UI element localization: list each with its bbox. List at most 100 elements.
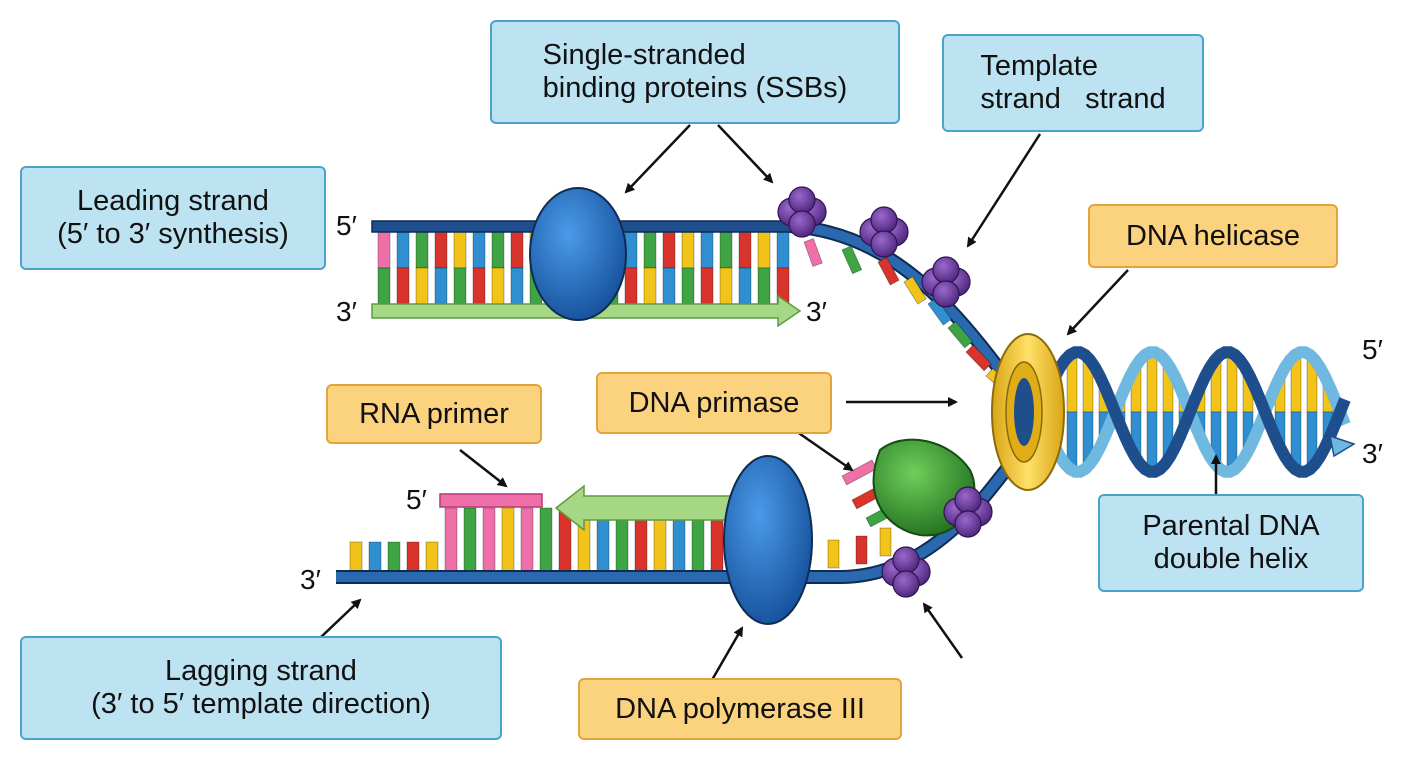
rna-primer-segment — [439, 493, 543, 508]
ssb-subunit — [892, 546, 920, 574]
ssb-protein — [921, 256, 971, 308]
okazaki-new-strand-arrow — [554, 484, 731, 532]
leading-3-end-label: 3′ — [336, 296, 357, 327]
base-pair-bottom — [377, 267, 391, 305]
leading-5-end-label: 5′ — [336, 210, 357, 241]
helix-3-end-label: 3′ — [1362, 438, 1383, 469]
lagging-base — [463, 507, 477, 573]
fork-base — [841, 245, 863, 275]
lagging-strand-label: Lagging strand(3′ to 5′ template directi… — [20, 636, 502, 740]
ssb-subunit — [932, 256, 960, 284]
base-pair-bottom — [700, 267, 714, 305]
lagging-base — [444, 507, 458, 573]
parental-dna-label-line1: Parental DNA — [1142, 510, 1320, 542]
base-pair-top — [415, 231, 429, 269]
lagging-strand-label-line1: Lagging strand — [165, 655, 357, 687]
ssb-protein — [943, 486, 993, 538]
ssb-protein — [777, 186, 827, 238]
base-pair-bottom — [472, 267, 486, 305]
base-pair-bottom — [491, 267, 505, 305]
template-strand-label-line1: Template — [980, 50, 1098, 82]
base-pair-top — [472, 231, 486, 269]
leading-strand-label: Leading strand(5′ to 3′ synthesis) — [20, 166, 326, 270]
base-pair-top — [377, 231, 391, 269]
lagging-base — [501, 507, 515, 573]
lagging-base — [387, 541, 401, 573]
lagging-strand-label-line2: (3′ to 5′ template direction) — [91, 688, 431, 720]
lagging-base — [406, 541, 420, 573]
helix-5-end-label: 5′ — [1362, 334, 1383, 365]
base-pair-bottom — [396, 267, 410, 305]
ssb-subunit — [892, 570, 920, 598]
fork-base — [947, 321, 973, 349]
base-pair-bottom — [510, 267, 524, 305]
ssb-subunit — [870, 230, 898, 258]
fork-base — [903, 276, 927, 305]
helix-dark-strand — [1034, 346, 1351, 478]
dna-polymerase-label: DNA polymerase III — [578, 678, 902, 740]
base-pair-top — [453, 231, 467, 269]
dna-helicase-ring — [991, 333, 1065, 491]
ssb-subunit — [788, 210, 816, 238]
base-pair-bottom — [757, 267, 771, 305]
fork-upper-bases — [803, 238, 1013, 394]
fork-base — [803, 238, 823, 267]
helix-3-end-arrowhead — [1329, 434, 1356, 458]
base-pair-bottom — [738, 267, 752, 305]
base-pair-top — [662, 231, 676, 269]
helix-base-bottom — [1146, 411, 1158, 473]
base-pair-bottom — [643, 267, 657, 305]
lagging-3-end-label: 3′ — [300, 564, 321, 595]
base-pair-bottom — [434, 267, 448, 305]
pointer-arrows — [319, 124, 1221, 681]
template-strand-label-line2: strand strand — [980, 83, 1166, 115]
leading-strand-label-line2: (5′ to 3′ synthesis) — [57, 218, 289, 250]
base-pair-bottom — [662, 267, 676, 305]
base-pair-top — [700, 231, 714, 269]
fork-base — [965, 344, 992, 372]
lagging-base — [349, 541, 363, 573]
base-pair-top — [643, 231, 657, 269]
primer-5-end-label: 5′ — [406, 484, 427, 515]
base-pair-bottom — [624, 267, 638, 305]
ssb-subunit — [932, 280, 960, 308]
fork-base — [927, 297, 952, 326]
base-pair-top — [491, 231, 505, 269]
rna-primer-label: RNA primer — [326, 384, 542, 444]
ssb-subunit — [954, 486, 982, 514]
ssb-subunit — [954, 510, 982, 538]
parental-dna-label-line2: double helix — [1153, 543, 1309, 575]
base-pair-bottom — [681, 267, 695, 305]
base-pair-top — [776, 231, 790, 269]
fork-base — [877, 256, 900, 286]
lagging-base — [425, 541, 439, 573]
base-pair-top — [434, 231, 448, 269]
dna-helicase-label: DNA helicase — [1088, 204, 1338, 268]
lagging-fork-base — [879, 527, 892, 557]
lagging-fork-base — [827, 539, 840, 569]
ssb-subunit — [870, 206, 898, 234]
base-pair-bottom — [415, 267, 429, 305]
ssb-subunit — [788, 186, 816, 214]
ssb-label-line1: Single-stranded — [542, 39, 746, 71]
base-pair-top — [681, 231, 695, 269]
lagging-fork-base — [855, 535, 868, 565]
leading-strand-label-line1: Leading strand — [77, 185, 269, 217]
base-pair-top — [510, 231, 524, 269]
lagging-polymerase — [723, 455, 813, 625]
ssb-label-line2: binding proteins (SSBs) — [542, 72, 848, 104]
ssb-proteins — [777, 186, 993, 598]
leading-arrow-3-end-label: 3′ — [806, 296, 827, 327]
base-pair-bottom — [719, 267, 733, 305]
base-pair-top — [757, 231, 771, 269]
lagging-base — [520, 507, 534, 573]
base-pair-top — [738, 231, 752, 269]
ssb-protein — [859, 206, 909, 258]
lagging-base — [482, 507, 496, 573]
ssb-protein — [881, 546, 931, 598]
base-pair-top — [396, 231, 410, 269]
leading-polymerase — [529, 187, 627, 321]
